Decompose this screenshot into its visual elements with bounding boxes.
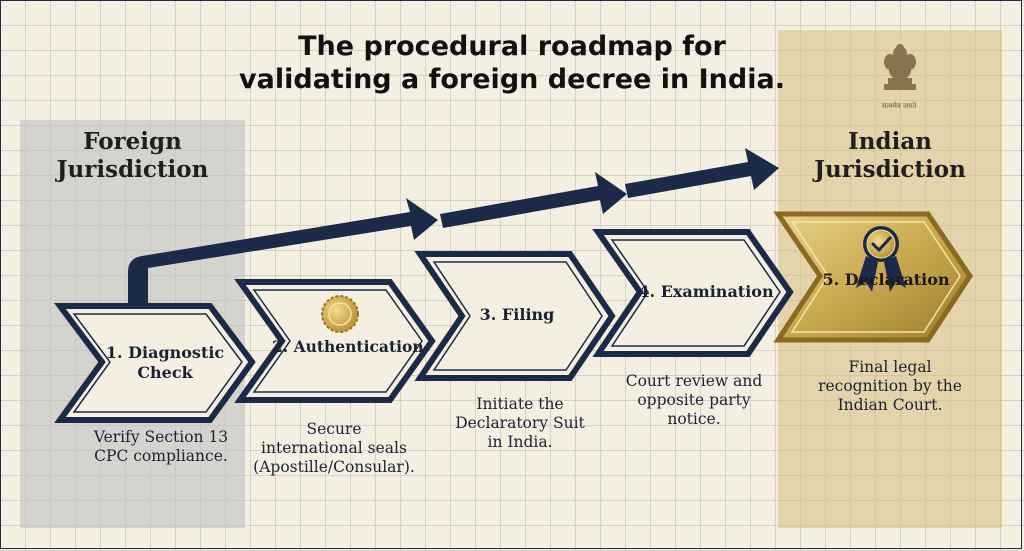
step-1-desc-line-1: Verify Section 13 <box>93 428 229 446</box>
page-title: The procedural roadmap for validating a … <box>200 30 824 96</box>
step-4-desc-line-2: opposite party <box>637 391 751 409</box>
indian-jurisdiction-label: Indian Jurisdiction <box>778 128 1002 184</box>
indian-label-line-1: Indian <box>848 128 932 155</box>
step-1-description: Verify Section 13 CPC compliance. <box>76 428 246 466</box>
step-2-description: Secure international seals (Apostille/Co… <box>236 420 432 477</box>
step-5-desc-line-2: recognition by the <box>818 377 962 395</box>
step-5-label-line-1: 5. Declaration <box>822 270 950 289</box>
award-ribbon-check-icon <box>856 226 906 292</box>
step-3-desc-line-3: in India. <box>487 433 553 451</box>
title-line-2: validating a foreign decree in India. <box>239 64 785 95</box>
step-4-desc-line-1: Court review and <box>625 372 763 390</box>
national-emblem-icon <box>884 44 916 90</box>
step-4-description: Court review and opposite party notice. <box>606 372 782 429</box>
progress-arrow <box>128 148 779 308</box>
step-5-desc-line-1: Final legal <box>848 358 932 376</box>
step-4-label-line-1: 4. Examination <box>638 282 774 301</box>
step-3-description: Initiate the Declaratory Suit in India. <box>430 395 610 452</box>
step-2-label: 2. Authentication <box>272 337 424 357</box>
foreign-label-line-2: Jurisdiction <box>56 156 209 183</box>
step-1-desc-line-2: CPC compliance. <box>94 447 228 465</box>
foreign-label-line-1: Foreign <box>83 128 182 155</box>
step-4-desc-line-3: notice. <box>667 410 721 428</box>
step-2-label-line-1: 2. Authentication <box>272 337 424 356</box>
step-3-label-line-1: 3. Filing <box>479 305 555 324</box>
step-3-label: 3. Filing <box>462 305 572 325</box>
step-5-description: Final legal recognition by the Indian Co… <box>792 358 988 415</box>
step-1-label-line-1: 1. Diagnostic <box>105 343 225 362</box>
step-2-desc-line-1: Secure <box>306 420 362 438</box>
step-4-chevron <box>592 229 794 357</box>
step-4-label: 4. Examination <box>636 282 776 302</box>
step-3-desc-line-2: Declaratory Suit <box>455 414 585 432</box>
step-1-label-line-2: Check <box>137 363 193 382</box>
foreign-jurisdiction-label: Foreign Jurisdiction <box>20 128 245 184</box>
step-5-desc-line-3: Indian Court. <box>837 396 943 414</box>
indian-label-line-2: Jurisdiction <box>814 156 966 183</box>
step-5-label: 5. Declaration <box>818 270 954 290</box>
step-3-chevron <box>414 251 616 381</box>
step-3-desc-line-1: Initiate the <box>476 395 564 413</box>
title-line-1: The procedural roadmap for <box>298 31 726 62</box>
step-1-chevron <box>54 303 256 423</box>
step-1-label: 1. Diagnostic Check <box>100 343 230 383</box>
step-2-desc-line-3: (Apostille/Consular). <box>253 458 415 476</box>
seal-medal-icon <box>321 295 359 333</box>
step-2-chevron <box>234 279 436 403</box>
emblem-caption: सत्यमेव जयते <box>881 102 917 110</box>
step-2-desc-line-2: international seals <box>261 439 407 457</box>
